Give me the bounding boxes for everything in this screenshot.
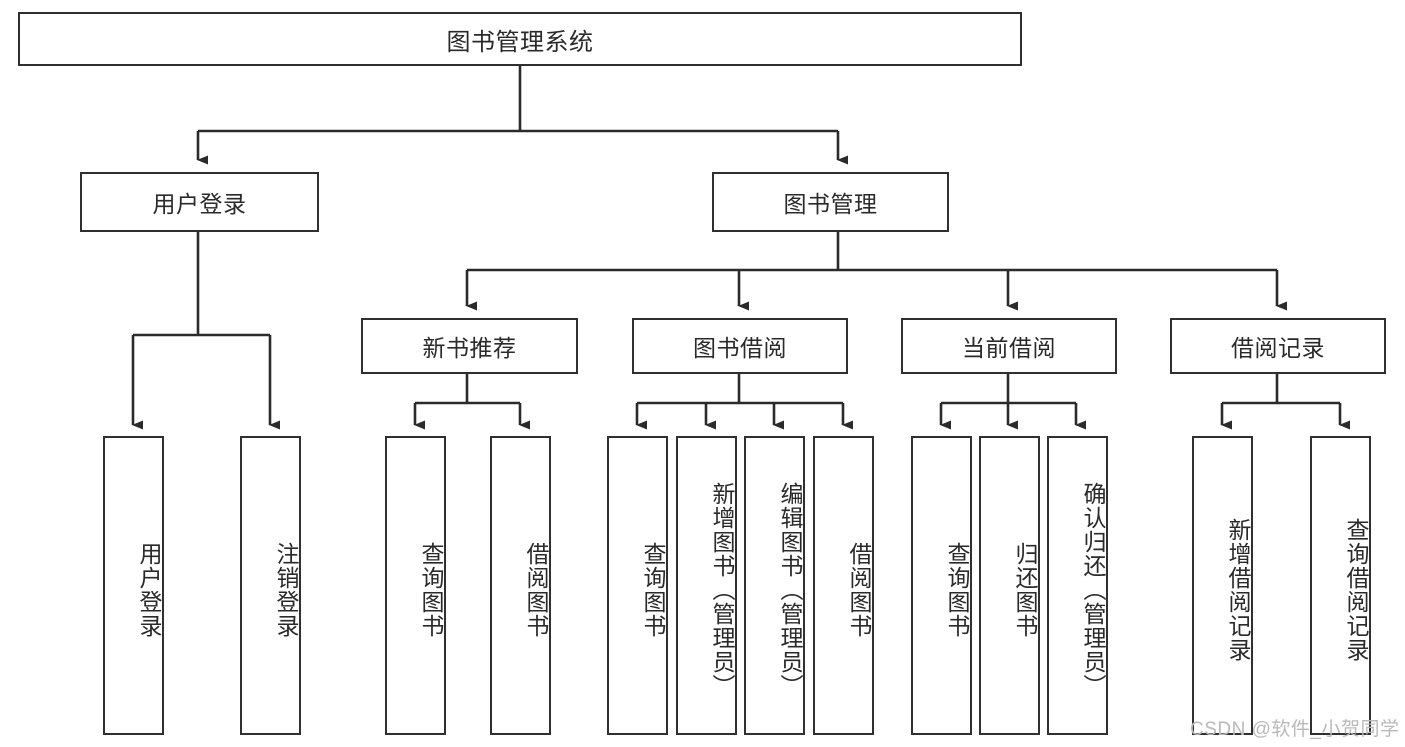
node-label: 用户登录 (136, 541, 162, 638)
node-user-login[interactable]: 用户登录 (80, 172, 319, 232)
node-leaf-confirm-return[interactable]: 确认归还（管理员） (1047, 436, 1108, 735)
node-leaf-add-book[interactable]: 新增图书（管理员） (676, 436, 737, 735)
node-leaf-add-record[interactable]: 新增借阅记录 (1192, 436, 1253, 735)
node-leaf-logout[interactable]: 注销登录 (240, 436, 301, 735)
node-leaf-borrow-book-2[interactable]: 借阅图书 (813, 436, 874, 735)
node-leaf-borrow-book-1[interactable]: 借阅图书 (490, 436, 551, 735)
node-label: 借阅图书 (846, 541, 872, 638)
node-root-system[interactable]: 图书管理系统 (18, 12, 1022, 66)
node-new-book-recommend[interactable]: 新书推荐 (361, 318, 578, 374)
node-leaf-query-book-1[interactable]: 查询图书 (385, 436, 446, 735)
node-label: 图书管理 (783, 191, 878, 217)
node-book-manage[interactable]: 图书管理 (712, 172, 949, 232)
node-leaf-user-login[interactable]: 用户登录 (103, 436, 164, 735)
node-label: 新增借阅记录 (1225, 517, 1251, 662)
node-leaf-query-book-3[interactable]: 查询图书 (911, 436, 972, 735)
node-label: 查询图书 (418, 541, 444, 638)
node-label: 查询借阅记录 (1343, 517, 1369, 662)
node-label: 用户登录 (152, 191, 247, 217)
node-label: 确认归还（管理员） (1080, 481, 1106, 698)
node-label: 图书借阅 (693, 335, 787, 361)
node-current-borrow[interactable]: 当前借阅 (901, 318, 1117, 374)
node-label: 当前借阅 (962, 335, 1056, 361)
node-label: 借阅记录 (1231, 335, 1325, 361)
csdn-watermark: CSDN @软件_小贺同学 (1190, 719, 1400, 740)
node-leaf-query-book-2[interactable]: 查询图书 (607, 436, 668, 735)
node-borrow-record[interactable]: 借阅记录 (1170, 318, 1386, 374)
node-label: 图书管理系统 (446, 28, 594, 56)
node-label: 编辑图书（管理员） (777, 481, 803, 698)
node-label: 借阅图书 (523, 541, 549, 638)
node-label: 新增图书（管理员） (709, 481, 735, 698)
node-leaf-edit-book[interactable]: 编辑图书（管理员） (744, 436, 805, 735)
node-leaf-return-book[interactable]: 归还图书 (979, 436, 1040, 735)
node-label: 归还图书 (1012, 541, 1038, 638)
node-label: 新书推荐 (422, 335, 517, 361)
node-label: 查询图书 (944, 541, 970, 638)
node-label: 查询图书 (640, 541, 666, 638)
node-label: 注销登录 (273, 541, 299, 638)
node-leaf-query-record[interactable]: 查询借阅记录 (1310, 436, 1371, 735)
node-book-borrow[interactable]: 图书借阅 (632, 318, 848, 374)
